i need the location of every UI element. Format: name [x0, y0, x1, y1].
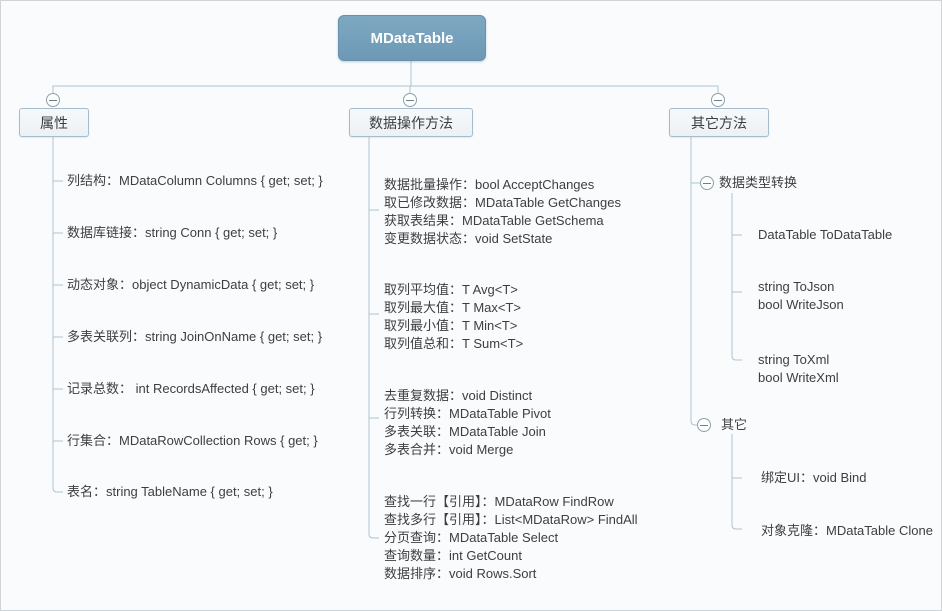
method-line: string ToXml [758, 352, 830, 367]
collapse-toggle-properties[interactable] [46, 93, 60, 107]
method-node[interactable]: 取列最大值：T Max<T> [384, 300, 522, 315]
method-node[interactable]: 数据排序：void Rows.Sort [384, 566, 537, 581]
branch-data-operations[interactable]: 数据操作方法 [349, 108, 473, 137]
branch-properties[interactable]: 属性 [19, 108, 89, 137]
property-node[interactable]: 表名：string TableName { get; set; } [67, 484, 273, 499]
method-node[interactable]: 查找一行【引用】：MDataRow FindRow [384, 494, 614, 509]
property-node[interactable]: 动态对象：object DynamicData { get; set; } [67, 277, 315, 292]
collapse-toggle-other-methods[interactable] [711, 93, 725, 107]
method-node[interactable]: 数据批量操作：bool AcceptChanges [384, 177, 595, 192]
minus-icon [49, 99, 57, 101]
root-node[interactable]: MDataTable [338, 15, 486, 61]
minus-icon [700, 424, 708, 426]
method-node-json[interactable]: string ToJson bool WriteJson [758, 278, 844, 314]
property-node[interactable]: 数据库链接：string Conn { get; set; } [67, 225, 278, 240]
method-group-aggregate: 取列平均值：T Avg<T> 取列最大值：T Max<T> 取列最小值：T Mi… [384, 281, 523, 353]
method-group-query: 查找一行【引用】：MDataRow FindRow 查找多行【引用】：List<… [384, 493, 638, 583]
method-node[interactable]: 取已修改数据：MDataTable GetChanges [384, 195, 621, 210]
property-node[interactable]: 列结构：MDataColumn Columns { get; set; } [67, 173, 323, 188]
method-node[interactable]: 取列最小值：T Min<T> [384, 318, 518, 333]
property-node[interactable]: 多表关联列：string JoinOnName { get; set; } [67, 329, 323, 344]
method-node[interactable]: 变更数据状态：void SetState [384, 231, 553, 246]
method-node-xml[interactable]: string ToXml bool WriteXml [758, 351, 839, 387]
subnode-type-conversion[interactable]: 数据类型转换 [719, 175, 798, 190]
method-group-transform: 去重复数据：void Distinct 行列转换：MDataTable Pivo… [384, 387, 551, 459]
method-node[interactable]: 去重复数据：void Distinct [384, 388, 533, 403]
minus-icon [406, 99, 414, 101]
method-node[interactable]: 多表关联：MDataTable Join [384, 424, 546, 439]
method-node[interactable]: 多表合并：void Merge [384, 442, 514, 457]
property-node[interactable]: 行集合：MDataRowCollection Rows { get; } [67, 433, 318, 448]
method-node[interactable]: 取列平均值：T Avg<T> [384, 282, 518, 297]
method-node[interactable]: 绑定UI：void Bind [761, 470, 867, 485]
method-node[interactable]: 查询数量：int GetCount [384, 548, 522, 563]
subnode-misc[interactable]: 其它 [721, 417, 748, 432]
method-node[interactable]: 查找多行【引用】：List<MDataRow> FindAll [384, 512, 638, 527]
method-line: bool WriteXml [758, 370, 839, 385]
method-node[interactable]: 获取表结果：MDataTable GetSchema [384, 213, 604, 228]
collapse-toggle-misc[interactable] [697, 418, 711, 432]
method-node[interactable]: 分页查询：MDataTable Select [384, 530, 559, 545]
method-node[interactable]: 对象克隆：MDataTable Clone [761, 523, 933, 538]
minus-icon [703, 182, 711, 184]
minus-icon [714, 99, 722, 101]
method-line: string ToJson [758, 279, 835, 294]
method-node[interactable]: 取列值总和：T Sum<T> [384, 336, 524, 351]
method-group-batch: 数据批量操作：bool AcceptChanges 取已修改数据：MDataTa… [384, 176, 621, 248]
method-node[interactable]: DataTable ToDataTable [758, 227, 893, 242]
method-node[interactable]: 行列转换：MDataTable Pivot [384, 406, 551, 421]
collapse-toggle-type-conversion[interactable] [700, 176, 714, 190]
branch-other-methods[interactable]: 其它方法 [669, 108, 769, 137]
collapse-toggle-data-operations[interactable] [403, 93, 417, 107]
property-node[interactable]: 记录总数： int RecordsAffected { get; set; } [67, 381, 315, 396]
method-line: bool WriteJson [758, 297, 844, 312]
